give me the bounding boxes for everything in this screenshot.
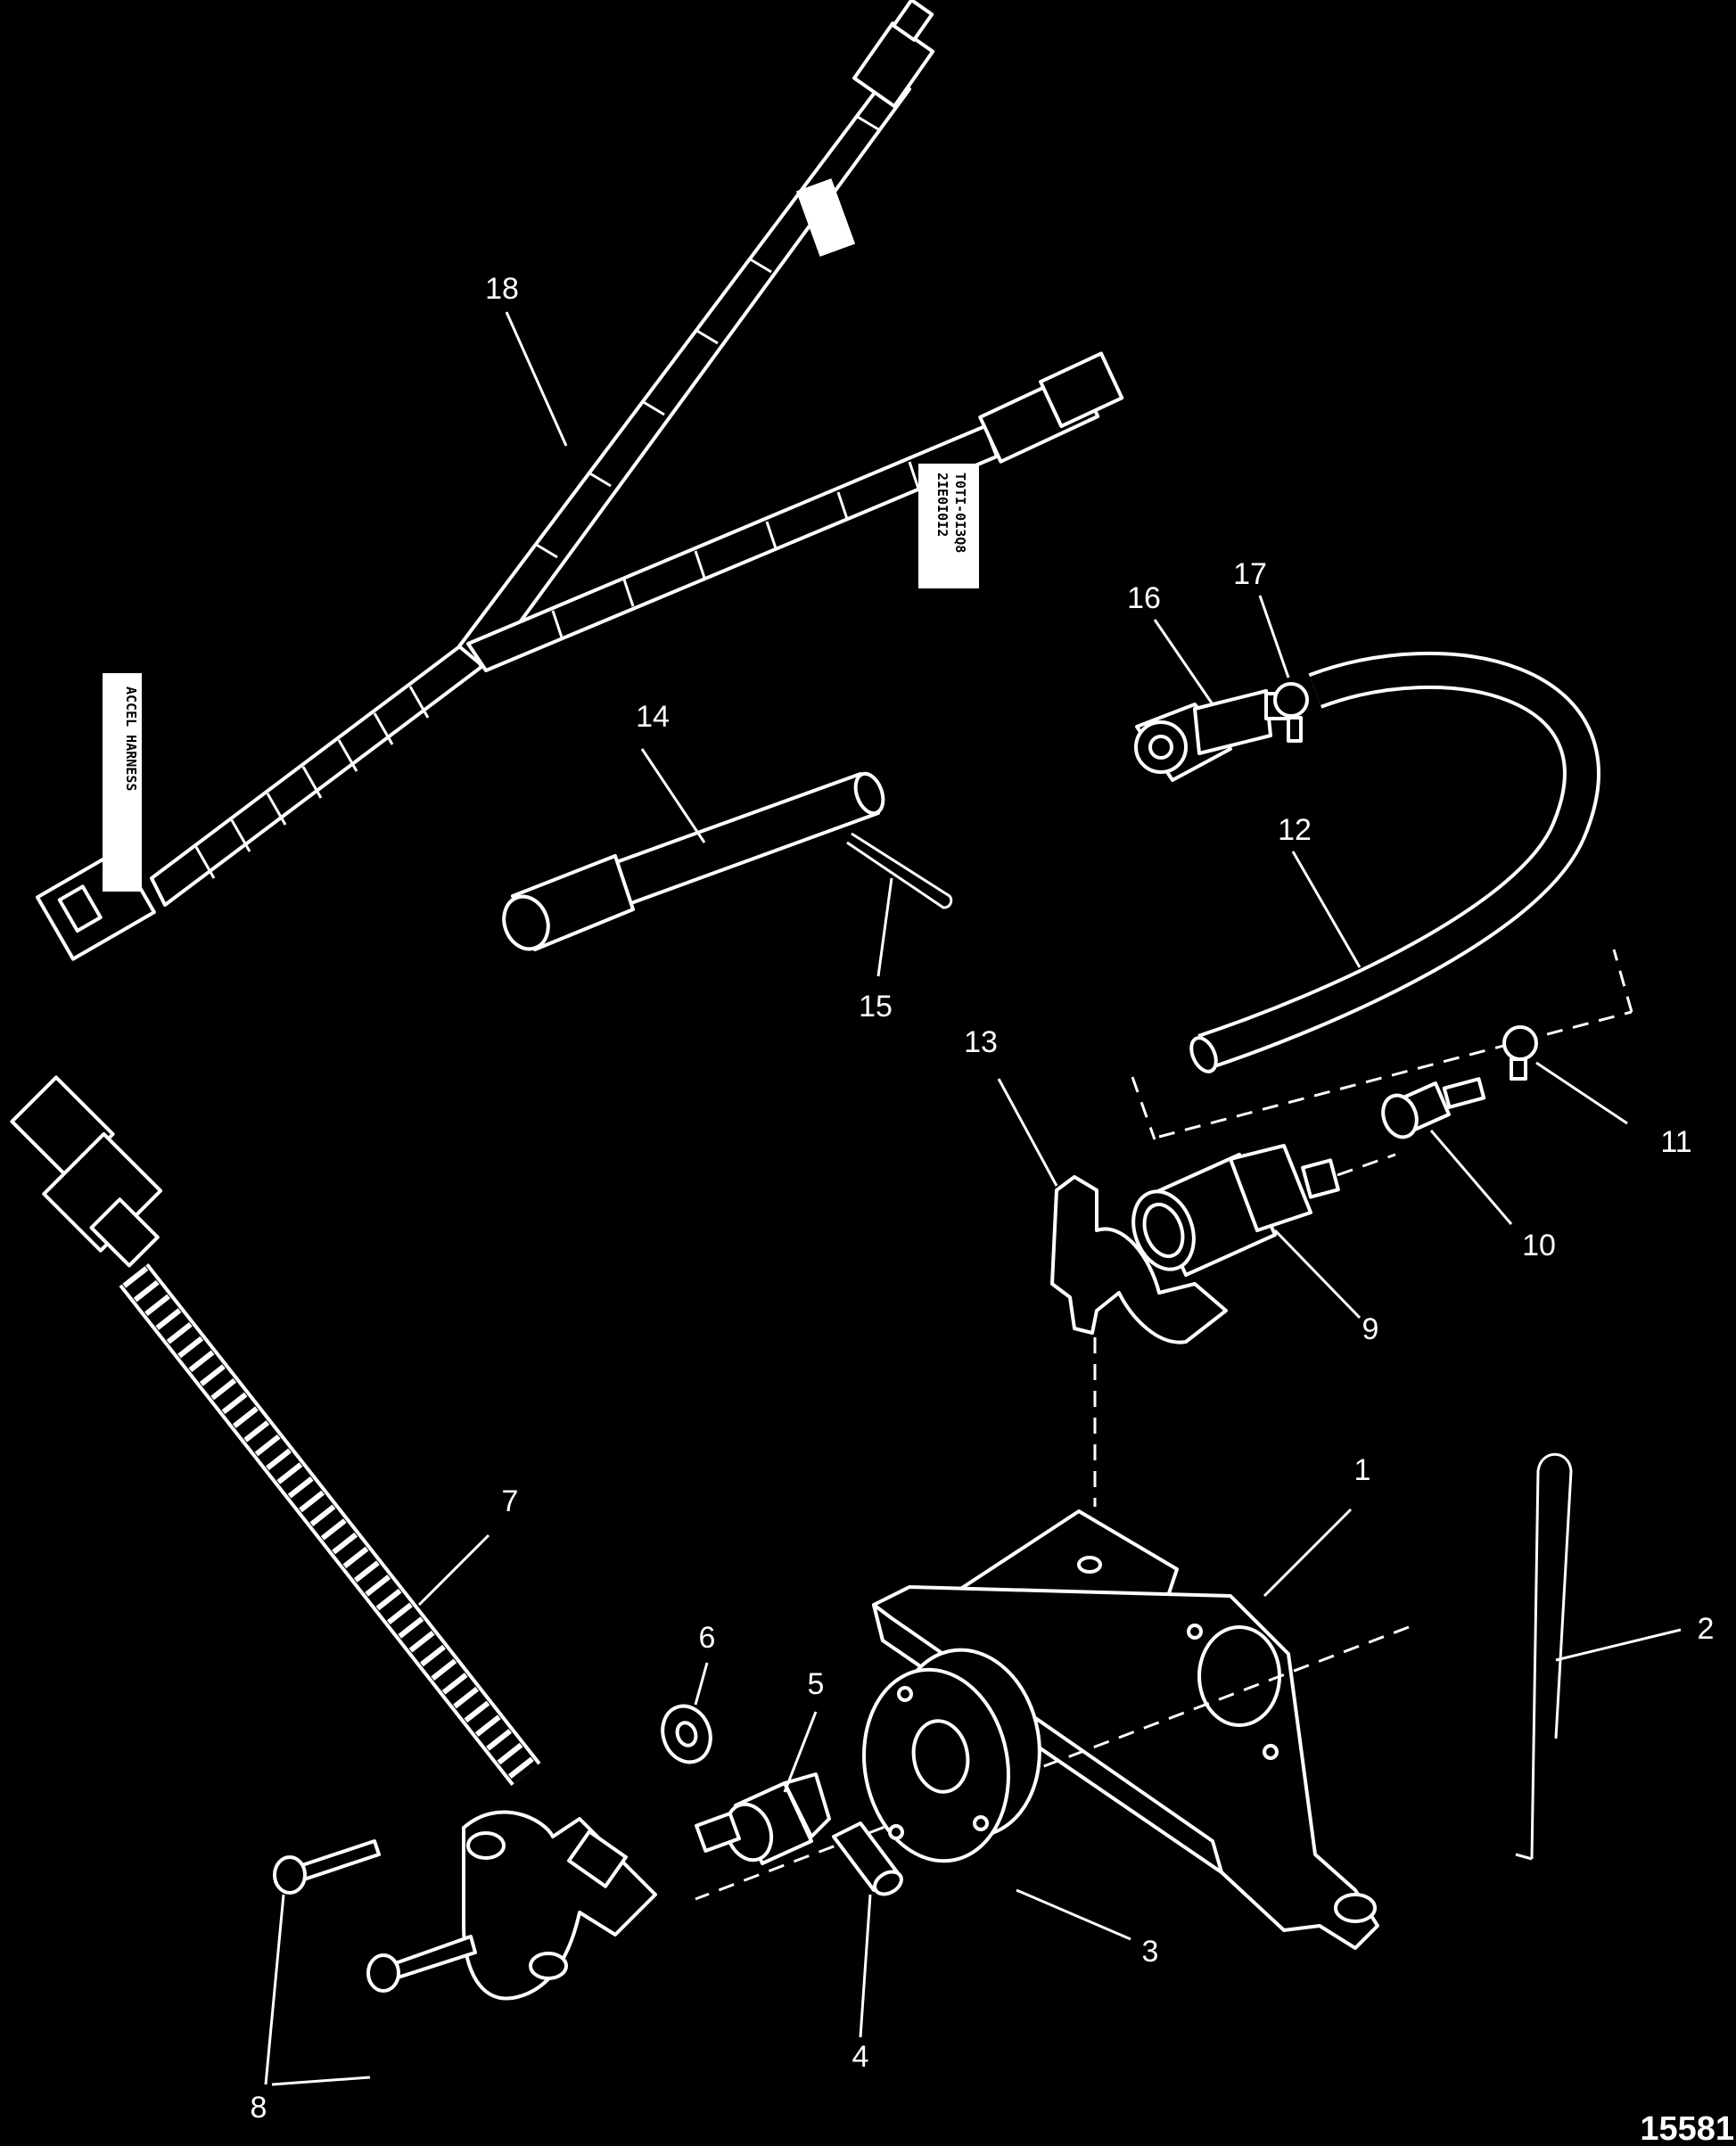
hose-clamp-lower	[1502, 1025, 1538, 1081]
flange-bushing	[862, 1648, 1041, 1863]
callout-4: 4	[852, 2040, 869, 2074]
leader-lines	[264, 311, 1682, 2086]
shaft-coupler	[695, 1772, 831, 1865]
sensor-connector	[10, 1075, 163, 1268]
pressure-sensor	[1131, 1144, 1340, 1277]
callout-12: 12	[1278, 813, 1312, 847]
mounting-screw-upper	[273, 1839, 381, 1895]
harness-tag-main: ACCEL HARNESS	[103, 673, 142, 892]
harness-tag-branch: T0TI-0I3Q8 2IE0I0I2	[918, 464, 979, 588]
hose-fitting	[1381, 1077, 1486, 1139]
callout-18: 18	[485, 272, 519, 306]
pivot-pin	[502, 771, 885, 951]
hose-group-bracket	[1131, 949, 1633, 1140]
callout-13: 13	[964, 1025, 998, 1059]
callout-8: 8	[251, 2091, 267, 2125]
harness-connector-right	[978, 351, 1124, 464]
sensor-axis-line	[1337, 1153, 1396, 1177]
callout-9: 9	[1362, 1312, 1379, 1346]
callout-5: 5	[808, 1667, 825, 1701]
harness-connector-top	[852, 0, 935, 109]
figure-number: 15581	[1640, 2110, 1734, 2146]
wiring-harness: ACCEL HARNESS T0TI-0I3Q8 2IE0I0I2	[35, 0, 1124, 961]
callout-6: 6	[699, 1621, 716, 1655]
callout-16: 16	[1127, 581, 1161, 615]
callout-14: 14	[636, 700, 670, 734]
harness-tag-small	[795, 178, 856, 257]
hose-clamp-upper	[1273, 682, 1309, 743]
callout-labels: 1 2 3 4 5 6 7 8 9 10 11 12 13 14 15 16 1…	[251, 272, 1715, 2125]
bracket-axis-line	[695, 1625, 1410, 1901]
washer	[661, 1704, 712, 1764]
svg-text:2IE0I0I2: 2IE0I0I2	[934, 473, 950, 537]
mounting-screw-lower	[366, 1935, 477, 1993]
quick-connect-fitting	[1134, 689, 1295, 782]
roll-pin	[832, 1821, 903, 1896]
cotter-pin	[846, 832, 953, 909]
callout-15: 15	[859, 990, 893, 1024]
callout-1: 1	[1354, 1453, 1371, 1487]
svg-text:ACCEL HARNESS: ACCEL HARNESS	[123, 687, 139, 791]
callout-11: 11	[1660, 1125, 1691, 1159]
vacuum-hose	[1189, 651, 1600, 1073]
sensor-clip	[1050, 1175, 1228, 1344]
retaining-clip	[1515, 1452, 1573, 1861]
callout-3: 3	[1142, 1935, 1159, 1969]
callout-2: 2	[1698, 1612, 1715, 1646]
callout-10: 10	[1522, 1229, 1556, 1262]
callout-7: 7	[502, 1484, 519, 1518]
throttle-position-sensor	[10, 1075, 657, 2001]
svg-text:T0TI-0I3Q8: T0TI-0I3Q8	[952, 473, 968, 553]
callout-17: 17	[1233, 557, 1267, 591]
